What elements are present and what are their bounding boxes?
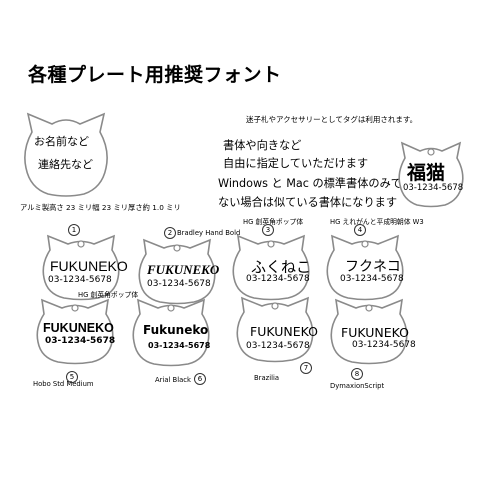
tag-index-8: 8 bbox=[351, 368, 363, 380]
tag-shape-5 bbox=[36, 298, 114, 365]
tag-index-6: 6 bbox=[194, 373, 206, 385]
tag-name-1: FUKUNEKO bbox=[50, 258, 128, 274]
tag-number-2: 03-1234-5678 bbox=[147, 279, 211, 289]
tag-index-7: 7 bbox=[300, 362, 312, 374]
tag-shape-8 bbox=[330, 298, 408, 365]
example-tag-name: 福猫 bbox=[407, 162, 446, 184]
tag-name-2: FUKUNEKO bbox=[147, 262, 220, 277]
tag-number-4: 03-1234-5678 bbox=[340, 274, 404, 284]
font-label-6: Arial Black bbox=[155, 376, 191, 384]
free-font-note-2: 自由に指定していただけます bbox=[223, 157, 369, 170]
tag-shape-3 bbox=[232, 234, 310, 301]
tag-index-5: 5 bbox=[66, 371, 78, 383]
example-tag-number: 03-1234-5678 bbox=[403, 183, 464, 193]
sample-tag-shape bbox=[24, 112, 108, 197]
font-label-8: DymaxionScript bbox=[330, 382, 385, 390]
tag-number-6: 03-1234-5678 bbox=[148, 341, 211, 350]
tag-shape-7 bbox=[236, 296, 314, 363]
example-font-label: HG えれがんと平成明朝体 W3 bbox=[330, 218, 424, 226]
tag-name-6: Fukuneko bbox=[143, 323, 209, 337]
tag-shape-2 bbox=[138, 238, 216, 305]
page-title: 各種プレート用推奨フォント bbox=[28, 64, 282, 86]
tag-name-5: FUKUNEKO bbox=[43, 321, 114, 335]
tag-index-1: 1 bbox=[68, 224, 80, 236]
tag-shape-4 bbox=[326, 234, 404, 301]
tag-shape-6 bbox=[132, 298, 210, 367]
plate-spec: アルミ製高さ 23 ミリ幅 23 ミリ厚さ約 1.0 ミリ bbox=[20, 203, 181, 212]
font-label-5: Hobo Std Medium bbox=[33, 380, 94, 388]
usage-note: 迷子札やアクセサリーとしてタグは利用されます。 bbox=[246, 115, 418, 124]
tag-shape-1 bbox=[42, 234, 120, 301]
tag-name-8: FUKUNEKO bbox=[341, 325, 409, 340]
sample-tag-line1: お名前など bbox=[34, 135, 89, 148]
tag-name-4: フクネコ bbox=[345, 259, 401, 275]
font-label-7: Brazilia bbox=[254, 374, 280, 382]
font-label-3-top: HG 創英角ポップ体 bbox=[243, 218, 304, 226]
example-tag-shape bbox=[398, 141, 464, 208]
free-font-note-4: ない場合は似ている書体になります bbox=[218, 196, 398, 209]
tag-name-3: ふくねこ bbox=[251, 258, 312, 276]
tag-name-7: FUKUNEKO bbox=[250, 324, 318, 339]
free-font-note-1: 書体や向きなど bbox=[223, 139, 302, 152]
tag-index-4: 4 bbox=[354, 224, 366, 236]
tag-number-3: 03-1234-5678 bbox=[246, 274, 310, 284]
tag-number-5: 03-1234-5678 bbox=[45, 336, 116, 346]
tag-index-3: 3 bbox=[262, 224, 274, 236]
tag-number-7: 03-1234-5678 bbox=[246, 341, 310, 351]
font-label-2: Bradley Hand Bold bbox=[177, 229, 241, 237]
tag-index-2: 2 bbox=[164, 227, 176, 239]
font-label-1: HG 創英角ポップ体 bbox=[78, 291, 139, 299]
tag-number-8: 03-1234-5678 bbox=[352, 340, 416, 350]
tag-number-1: 03-1234-5678 bbox=[48, 275, 112, 285]
free-font-note-3: Windows と Mac の標準書体のみで bbox=[218, 177, 402, 190]
sample-tag-line2: 連絡先など bbox=[38, 158, 93, 171]
